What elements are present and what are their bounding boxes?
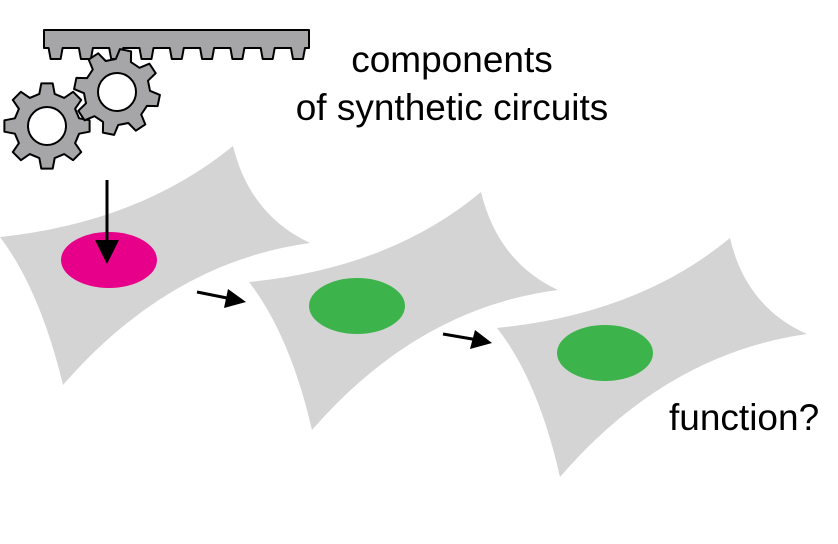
gear-rack-icon [43, 29, 310, 60]
progression-arrow-2 [442, 330, 492, 349]
gear-icon [73, 48, 161, 136]
nucleus-green [309, 278, 405, 334]
nucleus-green [557, 325, 653, 381]
outcome-label: function? [669, 397, 819, 438]
progression-arrow-1 [196, 289, 246, 308]
cell-1 [0, 146, 310, 385]
title-line-1: components [351, 39, 553, 80]
insertion-arrow [95, 180, 119, 264]
cell-2 [249, 192, 558, 430]
cell-3 [497, 238, 807, 477]
title-line-2: of synthetic circuits [296, 87, 609, 128]
gear-icon [3, 82, 91, 170]
